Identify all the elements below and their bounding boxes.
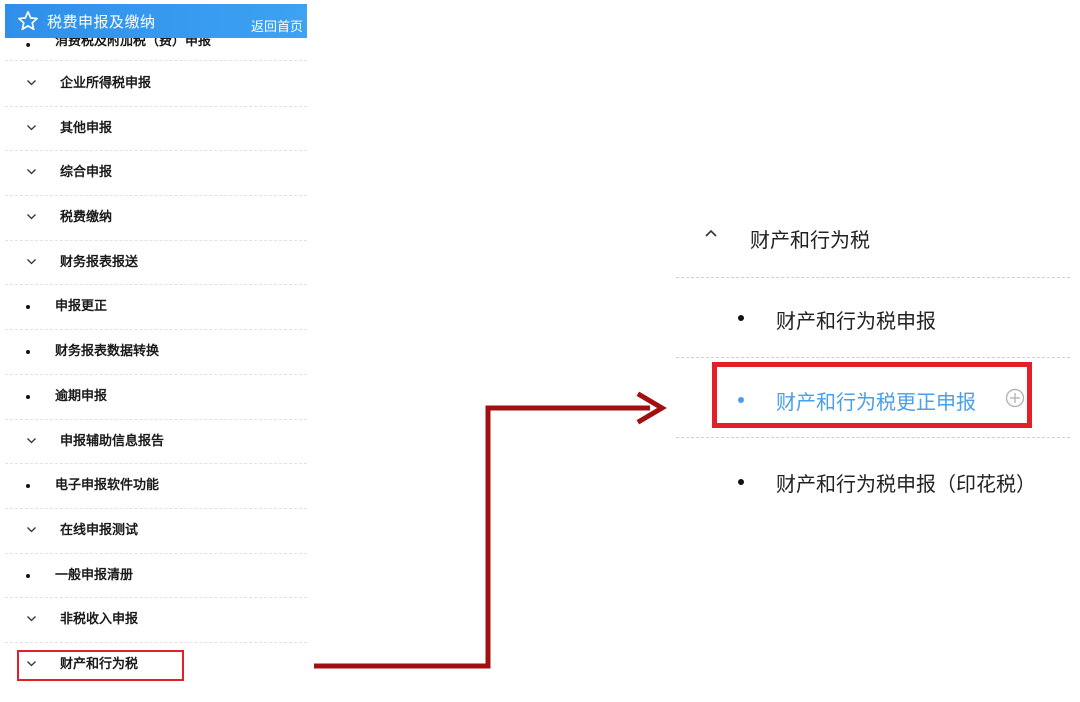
- bullet-icon: [738, 315, 744, 321]
- menu-item-label: 企业所得税申报: [60, 76, 152, 91]
- bullet-icon: [26, 305, 30, 310]
- chevron-down-icon: [27, 80, 36, 86]
- menu-item[interactable]: 在线申报测试: [5, 509, 307, 554]
- menu-item[interactable]: 非税收入申报: [5, 598, 307, 643]
- menu-item[interactable]: 逾期申报: [5, 375, 307, 420]
- menu-item[interactable]: 财产和行为税: [5, 643, 307, 688]
- menu-item[interactable]: 综合申报: [5, 151, 307, 197]
- menu-item-label: 其他申报: [60, 120, 113, 136]
- zoom-panel: 财产和行为税 财产和行为税申报 财产和行为税更正申报 财产和行为税申报（印花税）: [676, 200, 1070, 520]
- bullet-icon: [26, 394, 30, 399]
- zoom-group-header[interactable]: 财产和行为税: [676, 200, 1070, 278]
- bullet-icon: [738, 397, 744, 403]
- menu-item-label: 申报辅助信息报告: [60, 433, 165, 449]
- zoom-item-label: 财产和行为税申报: [776, 309, 936, 333]
- sidebar-menu: 企业所得税申报其他申报综合申报税费缴纳财务报表报送申报更正财务报表数据转换逾期申…: [5, 62, 307, 688]
- menu-item[interactable]: 申报辅助信息报告: [5, 420, 307, 465]
- menu-item-label: 非税收入申报: [60, 612, 139, 628]
- bullet-icon: [26, 573, 30, 578]
- zoom-item-3[interactable]: 财产和行为税申报（印花税）: [676, 438, 1070, 518]
- chevron-down-icon: [27, 526, 36, 533]
- star-icon[interactable]: [17, 10, 39, 32]
- chevron-down-icon: [27, 437, 36, 443]
- menu-item[interactable]: 企业所得税申报: [5, 62, 307, 107]
- chevron-up-icon: [705, 229, 717, 237]
- arrow-head: [636, 391, 667, 425]
- highlight-box-zoom-item: [712, 362, 1032, 428]
- sidebar-title: 税费申报及缴纳: [47, 13, 156, 31]
- chevron-down-icon: [27, 169, 36, 175]
- menu-item-label: 财务报表数据转换: [55, 344, 160, 360]
- menu-item-label: 在线申报测试: [60, 522, 139, 538]
- arrow-line: [314, 405, 650, 669]
- menu-item[interactable]: 财务报表报送: [5, 241, 307, 286]
- menu-item-label: 一般申报清册: [55, 567, 134, 583]
- chevron-down-icon: [27, 616, 36, 622]
- chevron-down-icon: [27, 124, 36, 131]
- menu-item-label: 综合申报: [60, 165, 113, 181]
- bullet-icon: [738, 479, 744, 485]
- sidebar-header: 税费申报及缴纳 返回首页: [5, 4, 307, 38]
- bullet-icon: •: [24, 38, 33, 54]
- menu-item-label: 逾期申报: [55, 388, 108, 404]
- zoom-item-label: 财产和行为税更正申报: [776, 390, 976, 414]
- menu-item-label: 电子申报软件功能: [55, 478, 160, 494]
- bullet-icon: [26, 350, 30, 355]
- menu-item[interactable]: 申报更正: [5, 285, 307, 331]
- bullet-icon: [26, 484, 30, 489]
- menu-item-partial[interactable]: • 消费税及附加税（费）申报: [5, 38, 307, 61]
- menu-item-label: 财产和行为税: [60, 656, 139, 672]
- plus-icon[interactable]: [1005, 388, 1025, 408]
- chevron-down-icon: [27, 214, 36, 220]
- menu-item-label: 税费缴纳: [60, 210, 113, 226]
- menu-item[interactable]: 电子申报软件功能: [5, 464, 307, 509]
- menu-item-label: 申报更正: [55, 299, 108, 315]
- zoom-item-label: 财产和行为税申报（印花税）: [776, 472, 1036, 496]
- menu-item[interactable]: 财务报表数据转换: [5, 330, 307, 375]
- zoom-item-1[interactable]: 财产和行为税申报: [676, 278, 1070, 358]
- chevron-down-icon: [27, 660, 36, 667]
- menu-item[interactable]: 一般申报清册: [5, 554, 307, 599]
- menu-item[interactable]: 税费缴纳: [5, 196, 307, 241]
- return-home-link[interactable]: 返回首页: [250, 20, 303, 35]
- zoom-group-label: 财产和行为税: [750, 228, 870, 252]
- menu-item-label: 财务报表报送: [60, 254, 139, 270]
- menu-item[interactable]: 其他申报: [5, 107, 307, 152]
- highlight-box-menu-item: [17, 650, 184, 681]
- zoom-item-2[interactable]: 财产和行为税更正申报: [676, 358, 1070, 438]
- chevron-down-icon: [27, 258, 36, 265]
- menu-item-label: 消费税及附加税（费）申报: [55, 38, 212, 49]
